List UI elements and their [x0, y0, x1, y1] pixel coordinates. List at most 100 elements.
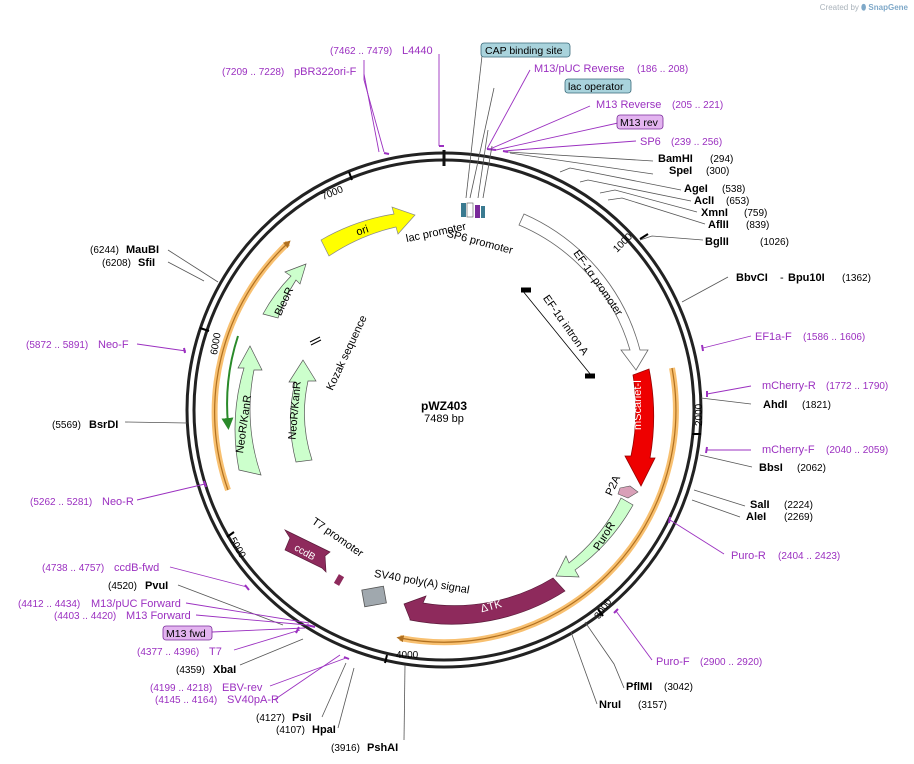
neo-f-range: (5872 .. 5891) — [26, 340, 88, 351]
mscarlet-feature — [624, 368, 656, 487]
mscarlet-label: mScarlet-I — [632, 380, 644, 430]
m13-rev-box — [616, 114, 664, 130]
scale-ticks — [199, 171, 701, 664]
kozak-label: Kozak sequence — [324, 314, 369, 393]
mcherry-f-name: mCherry-F — [762, 444, 815, 456]
bbsi-name: BbsI — [759, 462, 783, 474]
xmni-pos: (759) — [744, 208, 767, 219]
p2a-feature — [617, 485, 639, 499]
mcherry-r-name: mCherry-R — [762, 380, 816, 392]
m13-fwd-box — [162, 625, 213, 641]
xbai-name: XbaI — [213, 664, 236, 676]
puror-label: PuroR — [591, 520, 618, 553]
maubi-name: MauBI — [126, 244, 159, 256]
lac-promoter-mark — [466, 202, 474, 218]
cap-binding-label: CAP binding site — [485, 45, 563, 57]
lac-operator-mark — [481, 206, 485, 218]
plasmid-name: pWZ403 — [421, 399, 467, 413]
snapgene-logo: ⬮ — [861, 3, 867, 12]
bbvci-pos: (1362) — [842, 273, 871, 284]
puro-r-range: (2404 .. 2423) — [778, 551, 840, 562]
mcherry-f-range: (2040 .. 2059) — [826, 445, 888, 456]
tick-label-5000: 5000 — [227, 536, 248, 561]
maubi-pos: (6244) — [90, 245, 119, 256]
ef1af-name: EF1a-F — [755, 331, 792, 343]
hpai-name: HpaI — [312, 724, 336, 736]
ef1a-promoter-arrow — [518, 213, 649, 371]
bglii-name: BglII — [705, 236, 729, 248]
nrui-name: NruI — [599, 699, 621, 711]
sp6-promoter-label: SP6 promoter — [445, 228, 514, 257]
neo-r-name: Neo-R — [102, 496, 134, 508]
ori-label: ori — [355, 223, 370, 238]
bglii-pos: (1026) — [760, 237, 789, 248]
ef1a-promoter-label: EF-1α promoter — [570, 248, 624, 318]
cap-binding-box — [480, 42, 571, 58]
ahdi-name: AhdI — [763, 399, 787, 411]
dtk-label: ΔTK — [479, 598, 503, 615]
sali-pos: (2224) — [784, 500, 813, 511]
pflmi-name: PflMI — [626, 681, 652, 693]
created-by-credit: Created by ⬮ SnapGene — [820, 3, 908, 13]
sv40pa-r-name: SV40pA-R — [227, 694, 279, 706]
spei-pos: (300) — [706, 166, 729, 177]
sfii-pos: (6208) — [102, 258, 131, 269]
m13puc-rev-name: M13/pUC Reverse — [534, 63, 624, 75]
puror-feature — [555, 497, 634, 578]
hpai-pos: (4107) — [276, 725, 305, 736]
m13-forward-name: M13 Forward — [126, 610, 191, 622]
lac-operator-box — [564, 78, 632, 94]
pflmi-pos: (3042) — [664, 682, 693, 693]
orf-arc-green — [221, 335, 239, 430]
t7-mark — [333, 574, 345, 586]
bamhi-pos: (294) — [710, 154, 733, 165]
ef1af-range: (1586 .. 1606) — [803, 332, 865, 343]
cap-site-mark — [461, 203, 466, 217]
ccdb-feature — [284, 529, 331, 573]
pshai-pos: (3916) — [331, 743, 360, 754]
acli-pos: (653) — [726, 196, 749, 207]
credit-brand: SnapGene — [868, 3, 908, 12]
l4440-name: L4440 — [402, 45, 433, 57]
tick-label-2000: 2000 — [694, 403, 705, 426]
orf-arc-main-line — [396, 367, 677, 643]
tick-label-4000: 4000 — [396, 650, 419, 661]
m13puc-fwd-range: (4412 .. 4434) — [18, 599, 80, 610]
tick-label-6000: 6000 — [209, 332, 224, 356]
ahdi-pos: (1821) — [802, 400, 831, 411]
sv40pa-r-range: (4145 .. 4164) — [155, 695, 217, 706]
bpu10i-name: Bpu10I — [788, 272, 825, 284]
pvui-pos: (4520) — [108, 581, 137, 592]
alei-pos: (2269) — [784, 512, 813, 523]
m13-reverse-range: (205 .. 221) — [672, 100, 723, 111]
bamhi-name: BamHI — [658, 153, 693, 165]
orf-arc-left-line — [214, 240, 291, 491]
neor-outer-feature — [234, 345, 263, 476]
dtk-feature — [403, 577, 566, 625]
bbsi-pos: (2062) — [797, 463, 826, 474]
t7-range: (4377 .. 4396) — [137, 647, 199, 658]
m13puc-fwd-name: M13/pUC Forward — [91, 598, 181, 610]
bbvci-separator: - — [780, 272, 784, 284]
puro-f-range: (2900 .. 2920) — [700, 657, 762, 668]
neor-inner-feature — [288, 359, 317, 463]
ccdb-fwd-range: (4738 .. 4757) — [42, 563, 104, 574]
nrui-pos: (3157) — [638, 700, 667, 711]
spei-name: SpeI — [669, 165, 692, 177]
m13-forward-range: (4403 .. 4420) — [54, 611, 116, 622]
m13-rev-label: M13 rev — [620, 117, 659, 129]
aflii-name: AflII — [708, 219, 729, 231]
agei-name: AgeI — [684, 183, 708, 195]
neo-f-name: Neo-F — [98, 339, 129, 351]
aflii-pos: (839) — [746, 220, 769, 231]
tick-label-3000: 3000 — [593, 596, 615, 621]
t7-name: T7 — [209, 646, 222, 658]
bbvci-name: BbvCI — [736, 272, 768, 284]
sali-name: SalI — [750, 499, 770, 511]
sv40pa-label: SV40 poly(A) signal — [373, 568, 470, 597]
pshai-name: PshAI — [367, 742, 398, 754]
pbr322-name: pBR322ori-F — [294, 66, 357, 78]
bsrdi-name: BsrDI — [89, 419, 118, 431]
psii-name: PsiI — [292, 712, 312, 724]
